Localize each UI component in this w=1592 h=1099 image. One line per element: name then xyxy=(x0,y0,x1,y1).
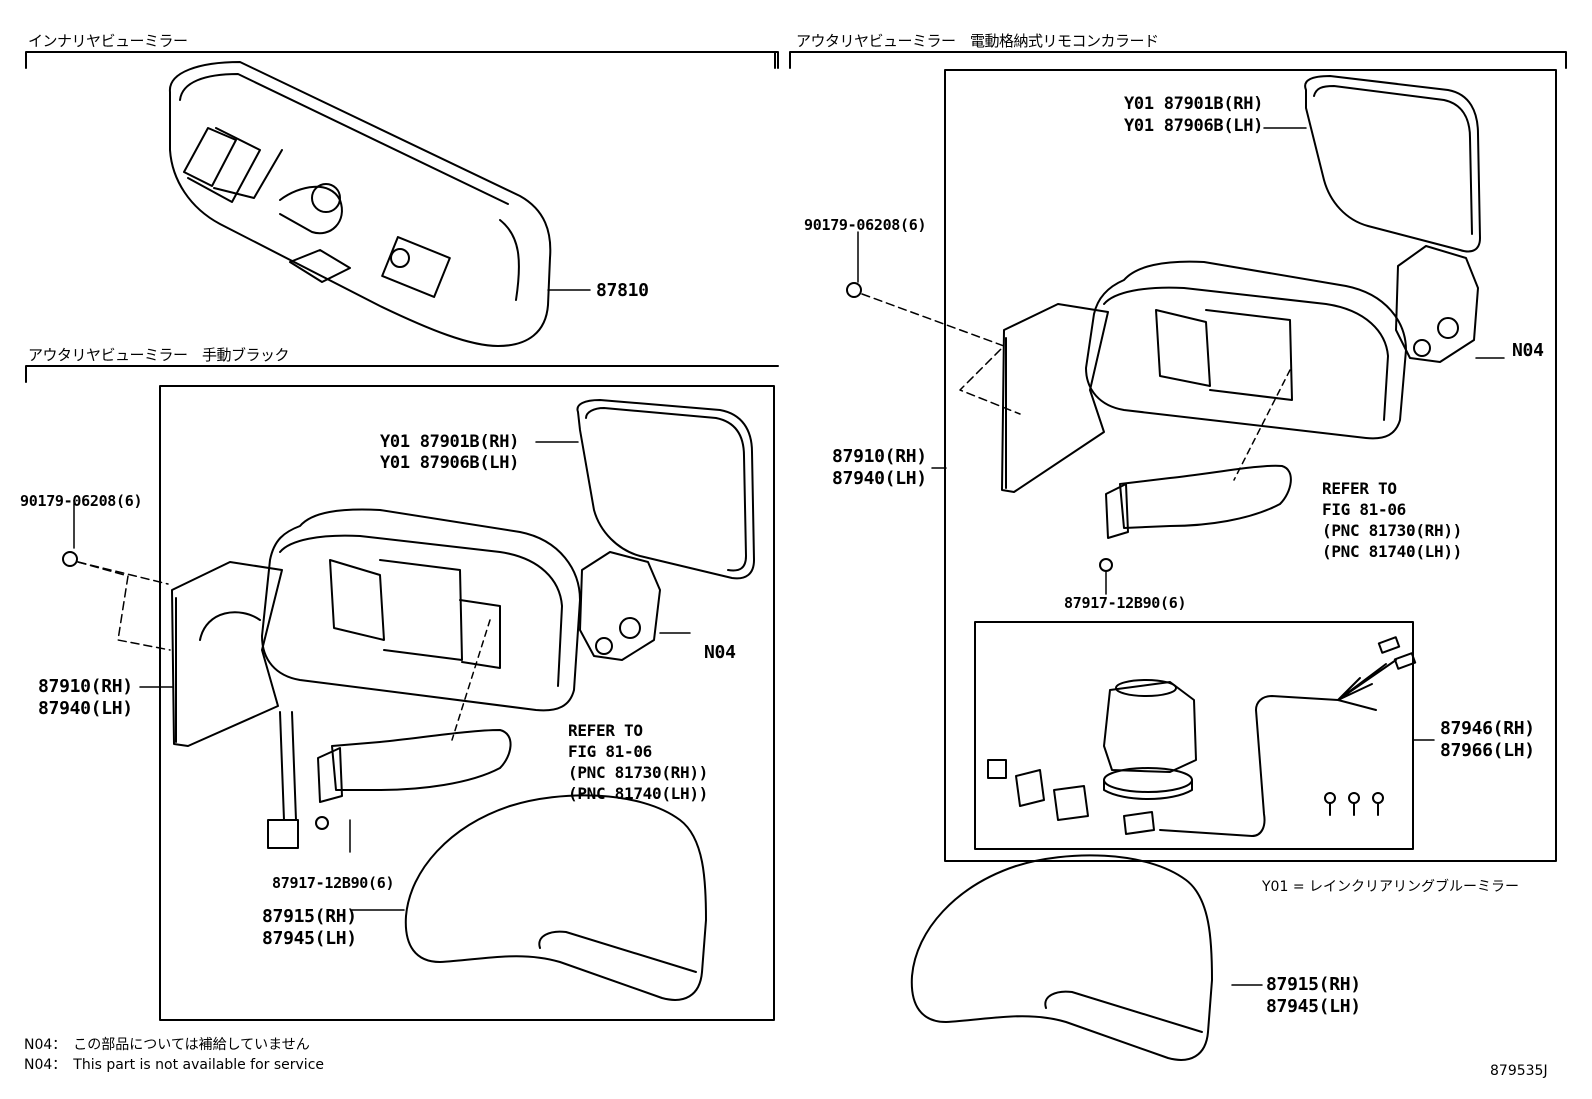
manual-refer-4: (PNC 81740(LH)) xyxy=(568,784,708,803)
part-87810: 87810 xyxy=(596,280,649,301)
n04-note-jp: N04： この部品については補給していません xyxy=(24,1037,310,1053)
manual-small-screw-label: 87917-12B90(6) xyxy=(272,874,395,892)
inner-mirror-drawing xyxy=(168,61,552,347)
power-refer-1: REFER TO xyxy=(1322,479,1397,498)
power-screw-label: 90179-06208(6) xyxy=(804,216,927,234)
outer-manual-title: アウタリヤビューミラー 手動ブラック xyxy=(28,346,290,364)
inner-mirror-title: インナリヤビューミラー xyxy=(28,32,188,50)
manual-body-rh: 87910(RH) xyxy=(38,676,133,697)
power-refer-4: (PNC 81740(LH)) xyxy=(1322,542,1462,561)
power-motor-rh: 87946(RH) xyxy=(1440,718,1535,739)
manual-cover-rh: 87915(RH) xyxy=(262,906,357,927)
power-cover-rh: 87915(RH) xyxy=(1266,974,1361,995)
y01-legend: Y01 = レインクリアリングブルーミラー xyxy=(1262,879,1519,895)
power-mirror-frame xyxy=(944,69,1557,862)
motor-subframe xyxy=(974,621,1414,850)
manual-refer-2: FIG 81-06 xyxy=(568,742,652,761)
manual-glass-lh: Y01 87906B(LH) xyxy=(380,453,520,473)
manual-leaders xyxy=(73,441,691,911)
manual-body-lh: 87940(LH) xyxy=(38,698,133,719)
manual-mirror-drawing xyxy=(62,399,755,1001)
manual-cover-lh: 87945(LH) xyxy=(262,928,357,949)
power-cover-lh: 87945(LH) xyxy=(1266,996,1361,1017)
manual-refer-1: REFER TO xyxy=(568,721,643,740)
power-n04-label: N04 xyxy=(1512,340,1544,361)
power-glass-lh: Y01 87906B(LH) xyxy=(1124,116,1264,136)
manual-mirror-frame xyxy=(159,385,775,1021)
outer-power-title: アウタリヤビューミラー 電動格納式リモコンカラード xyxy=(796,32,1159,50)
manual-n04-label: N04 xyxy=(704,642,736,663)
manual-refer-3: (PNC 81730(RH)) xyxy=(568,763,708,782)
manual-glass-rh: Y01 87901B(RH) xyxy=(380,432,520,452)
power-refer-3: (PNC 81730(RH)) xyxy=(1322,521,1462,540)
power-leaders xyxy=(857,127,1505,986)
power-body-lh: 87940(LH) xyxy=(832,468,927,489)
power-mirror-drawing xyxy=(846,75,1481,1061)
n04-note-en: N04： This part is not available for serv… xyxy=(24,1057,325,1073)
power-refer-2: FIG 81-06 xyxy=(1322,500,1406,519)
manual-screw-label: 90179-06208(6) xyxy=(20,492,143,510)
power-small-screw-label: 87917-12B90(6) xyxy=(1064,594,1187,612)
section-brackets xyxy=(25,51,1567,383)
power-motor-lh: 87966(LH) xyxy=(1440,740,1535,761)
power-body-rh: 87910(RH) xyxy=(832,446,927,467)
power-glass-rh: Y01 87901B(RH) xyxy=(1124,94,1264,114)
figure-id: 879535J xyxy=(1490,1063,1548,1079)
